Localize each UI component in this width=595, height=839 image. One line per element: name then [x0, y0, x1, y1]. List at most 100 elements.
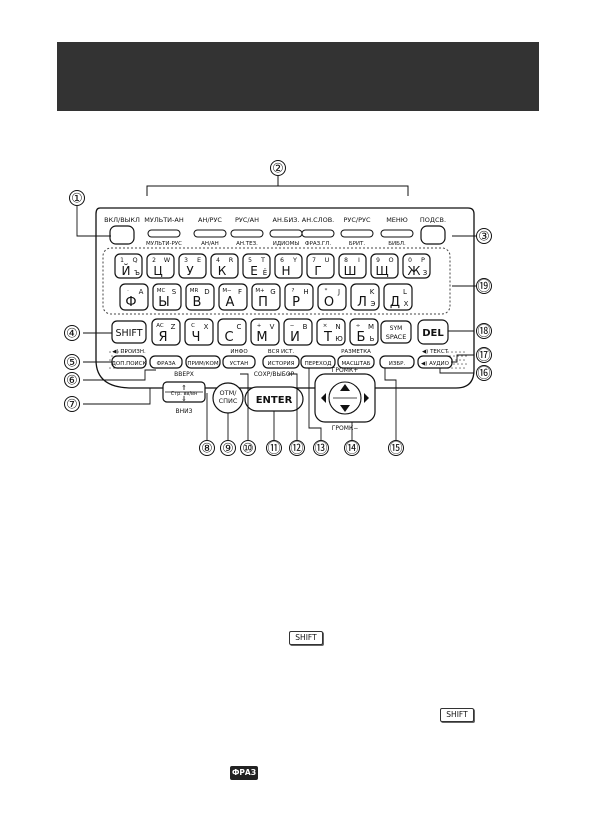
key-main: Ш: [344, 264, 357, 278]
func-button-2[interactable]: ПРИМ/КОМ: [185, 355, 221, 369]
callout-5: ⑤: [64, 354, 80, 371]
key-main: Г: [314, 264, 321, 278]
key-row2-4[interactable]: M+GП: [251, 283, 281, 311]
cursor-pad[interactable]: [314, 373, 376, 423]
callout-7: ⑦: [64, 396, 80, 413]
key-latin: S: [172, 288, 177, 296]
callout-12: ⑫: [289, 440, 305, 457]
key-row3-2[interactable]: CС: [217, 318, 247, 346]
key-row2-5[interactable]: ?HР: [284, 283, 314, 311]
func-button-label: ◀) АУДИО: [421, 361, 450, 367]
otm-spis-key[interactable]: ОТМ/ СПИС: [212, 382, 244, 414]
key-sub: Х: [404, 300, 409, 308]
key-num: 3: [184, 257, 188, 264]
cursor-up-icon[interactable]: [340, 384, 350, 391]
cursor-right-icon[interactable]: [364, 393, 369, 403]
key-main: А: [226, 295, 235, 310]
callout-number: ⑩: [242, 442, 254, 457]
cursor-down-icon[interactable]: [340, 405, 350, 412]
callout-2: ②: [270, 160, 286, 177]
top-button-0[interactable]: ВКЛ/ВЫКЛ: [104, 216, 140, 245]
func-button-0[interactable]: ДОП.ПОИСК◀) ПРОИЗН.: [111, 349, 147, 369]
key-main: Е: [250, 264, 258, 278]
space-key[interactable]: SYM SPACE: [380, 320, 412, 344]
func-button-7[interactable]: ИЗБР.: [379, 355, 415, 369]
key-main: Ц: [153, 264, 162, 278]
callout-number: ⑮: [389, 442, 402, 457]
key-main: Р: [292, 295, 300, 310]
key-row2-3[interactable]: M−FА: [218, 283, 248, 311]
top-button-4[interactable]: АН.БИЗ.ИДИОМЫ: [269, 216, 303, 247]
callout-6: ⑥: [64, 372, 80, 389]
svg-text:SYM: SYM: [390, 325, 403, 332]
func-button-1[interactable]: ФРАЗА: [149, 355, 183, 369]
key-main: О: [324, 295, 334, 310]
bracket-2: [146, 185, 409, 196]
key-latin: N: [335, 323, 340, 331]
top-button-5[interactable]: АН.СЛОВ.ФРАЗ.ГЛ.: [301, 216, 335, 247]
key-latin: R: [229, 256, 234, 264]
shift-key[interactable]: SHIFT: [111, 320, 147, 344]
func-button-8[interactable]: ◀) АУДИО◀) ТЕКСТ: [417, 349, 453, 369]
callout-3: ③: [476, 228, 492, 245]
shift-chip-1: SHIFT: [289, 631, 323, 645]
key-num: 2: [152, 257, 156, 264]
callout-number: ⑬: [314, 442, 327, 457]
scroll-down-icon: ⇓: [181, 395, 187, 403]
key-sym: −: [290, 323, 295, 329]
del-key[interactable]: DEL: [417, 319, 449, 345]
title-bar: [57, 42, 539, 111]
func-button-5[interactable]: ПЕРЕХОД: [300, 355, 336, 369]
key-row3-4[interactable]: −BИ: [283, 318, 313, 346]
top-button-8[interactable]: ПОДСВ.: [420, 216, 446, 245]
key-latin: I: [358, 256, 360, 264]
top-button-label: ПОДСВ.: [420, 216, 446, 224]
callout-9: ⑨: [220, 440, 236, 457]
key-row2-0[interactable]: ·AФ: [119, 283, 149, 311]
top-button-label: МЕНЮ: [386, 216, 408, 224]
page-scroll-button[interactable]: ⇑ Стр. вв/вн ⇓: [162, 381, 206, 403]
top-button-7[interactable]: МЕНЮ БИБЛ.: [380, 216, 414, 247]
key-sym: ÷: [356, 323, 361, 329]
key-latin: P: [421, 256, 425, 264]
func-button-label: ПРИМ/КОМ: [187, 361, 218, 367]
key-row2-6[interactable]: *JО: [317, 283, 347, 311]
callout-number: ⑭: [345, 442, 358, 457]
key-main: Ж: [408, 264, 421, 278]
leader-lines: [76, 206, 476, 440]
top-button-label: АН/РУС: [198, 216, 222, 224]
key-row3-3[interactable]: +VМ: [250, 318, 280, 346]
callout-15: ⑮: [388, 440, 404, 457]
cursor-left-icon[interactable]: [321, 393, 326, 403]
func-button-alt-label: ◀) ПРОИЗН.: [112, 349, 146, 355]
top-button-sublabel: БРИТ.: [349, 241, 366, 247]
top-button-sublabel: БИБЛ.: [388, 241, 406, 247]
enter-key[interactable]: ENTER: [244, 386, 304, 412]
key-num: 0: [408, 257, 412, 264]
